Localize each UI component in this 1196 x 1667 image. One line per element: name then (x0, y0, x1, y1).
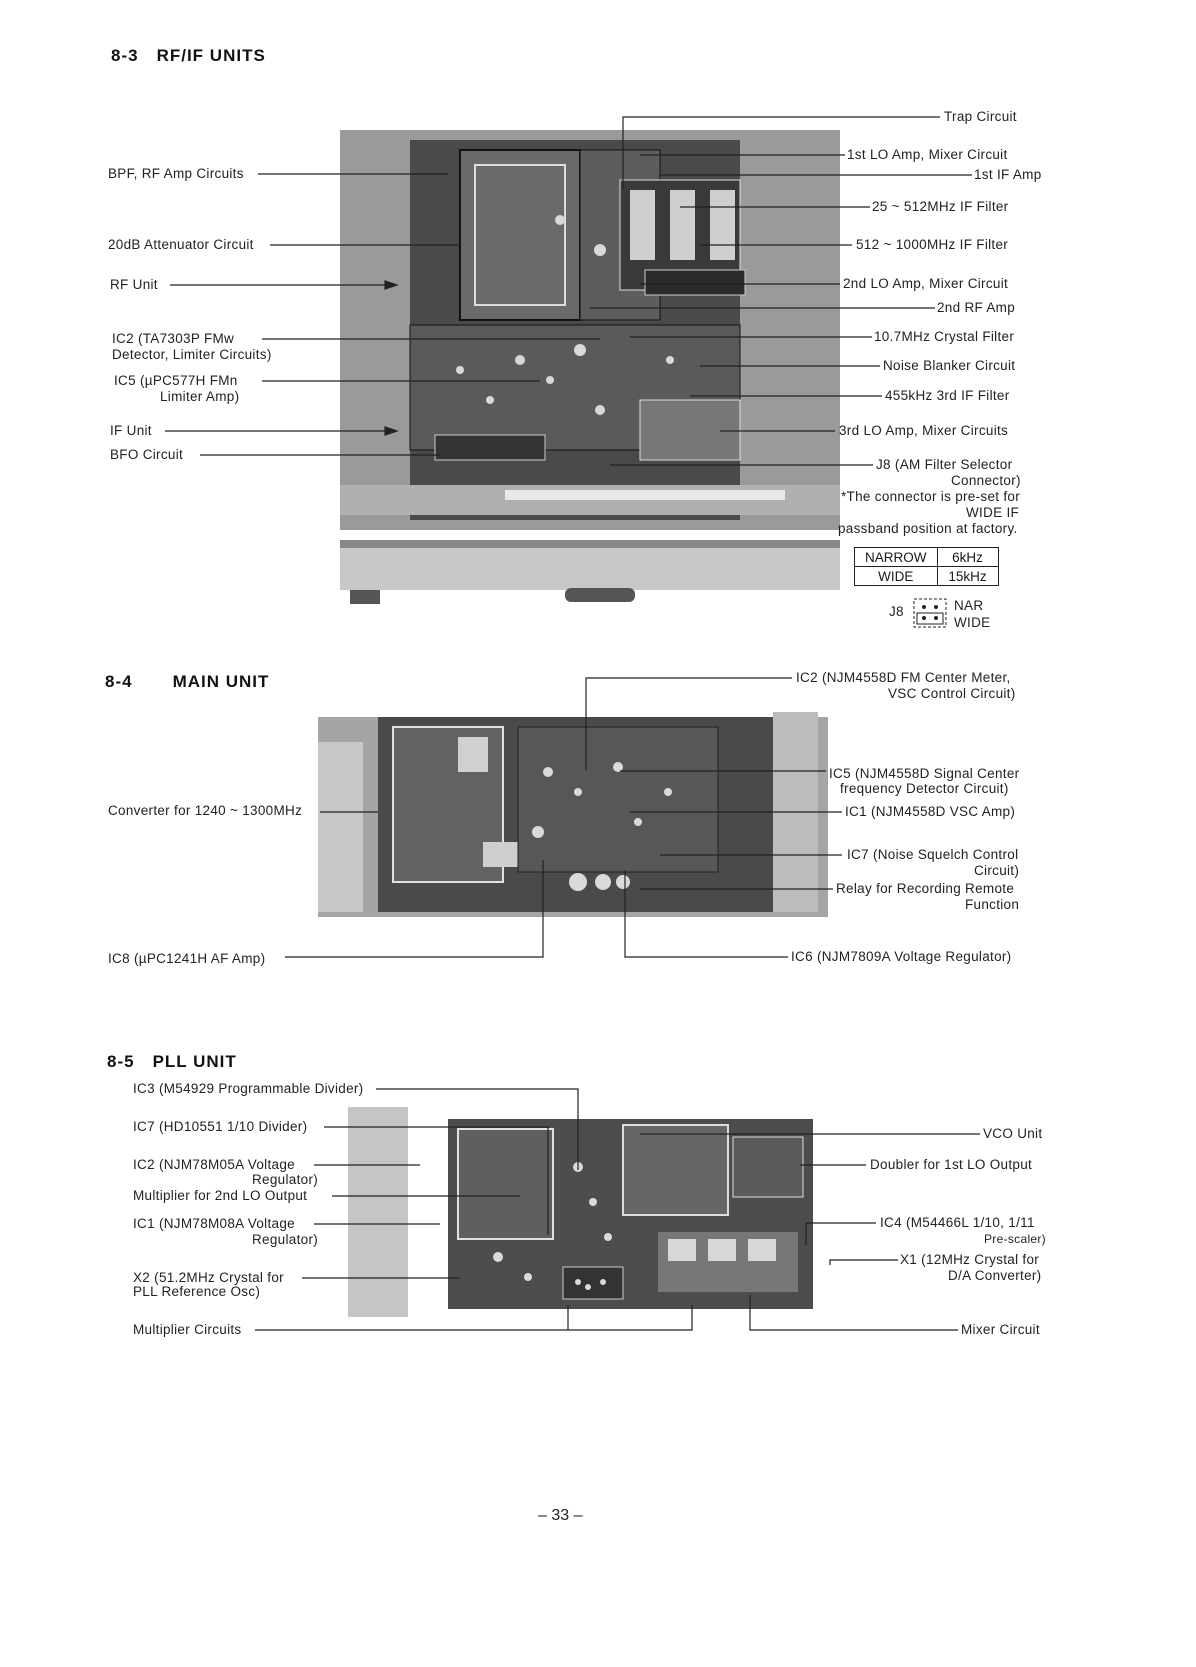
label-main-ic5-line2: frequency Detector Circuit) (840, 781, 1009, 796)
j8-nar-label: NAR (954, 598, 984, 613)
label-main-ic2: IC2 (NJM4558D FM Center Meter, (796, 670, 1011, 685)
label-pll-ic1-line2: Regulator) (252, 1232, 319, 1247)
section-heading-pll: 8-5 PLL UNIT (107, 1052, 237, 1072)
table-row: WIDE 15kHz (854, 566, 999, 586)
table-row: NARROW 6kHz (854, 547, 999, 567)
label-3rd-lo-amp: 3rd LO Amp, Mixer Circuits (839, 423, 1009, 438)
j8-label: J8 (889, 604, 904, 619)
section-heading-rf-if: 8-3 RF/IF UNITS (111, 46, 266, 66)
page-number: – 33 – (538, 1507, 583, 1524)
label-main-relay: Relay for Recording Remote (836, 881, 1015, 896)
label-pll-ic7: IC7 (HD10551 1/10 Divider) (133, 1119, 308, 1134)
label-main-ic7-line2: Circuit) (974, 863, 1020, 878)
j8-connector-icon (913, 598, 947, 628)
label-pll-ic2: IC2 (NJM78M05A Voltage (133, 1157, 295, 1172)
label-if-unit: IF Unit (110, 423, 152, 438)
label-main-ic2-line2: VSC Control Circuit) (888, 686, 1016, 701)
label-pll-x2-line2: PLL Reference Osc) (133, 1284, 261, 1299)
label-main-ic8: IC8 (µPC1241H AF Amp) (108, 951, 266, 966)
main-unit-photo (318, 712, 828, 917)
label-j8-connector: Connector) (951, 473, 1021, 488)
note-factory: passband position at factory. (838, 521, 1018, 536)
note-wide-if: WIDE IF (966, 505, 1020, 520)
j8-wide-label: WIDE (954, 615, 991, 630)
section-heading-main: 8-4 MAIN UNIT (105, 672, 269, 692)
table-cell-mode: WIDE (854, 566, 938, 586)
section-title: MAIN UNIT (172, 672, 270, 691)
label-2nd-rf-amp: 2nd RF Amp (937, 300, 1016, 315)
label-pll-vco: VCO Unit (983, 1126, 1043, 1141)
label-pll-x1: X1 (12MHz Crystal for (900, 1252, 1040, 1267)
label-pll-mult-2nd-lo: Multiplier for 2nd LO Output (133, 1188, 308, 1203)
rf-if-unit-photo (340, 130, 840, 604)
section-number: 8-3 (111, 46, 139, 65)
label-pll-mixer: Mixer Circuit (961, 1322, 1040, 1337)
label-2nd-lo-amp: 2nd LO Amp, Mixer Circuit (843, 276, 1009, 291)
label-main-ic7: IC7 (Noise Squelch Control (847, 847, 1019, 862)
section-title: PLL UNIT (152, 1052, 237, 1071)
section-number: 8-4 (105, 672, 133, 691)
label-bpf-rf-amp: BPF, RF Amp Circuits (108, 166, 244, 181)
label-j8-selector: J8 (AM Filter Selector (876, 457, 1013, 472)
label-pll-x1-line2: D/A Converter) (948, 1268, 1042, 1283)
label-main-relay-line2: Function (965, 897, 1020, 912)
label-pll-ic4: IC4 (M54466L 1/10, 1/11 (880, 1215, 1035, 1230)
filter-bandwidth-table: NARROW 6kHz WIDE 15kHz (854, 547, 999, 586)
pll-unit-photo (348, 1107, 813, 1317)
note-preset: *The connector is pre-set for (841, 489, 1021, 504)
label-pll-ic1: IC1 (NJM78M08A Voltage (133, 1216, 295, 1231)
label-pll-multiplier-circuits: Multiplier Circuits (133, 1322, 242, 1337)
label-pll-ic3: IC3 (M54929 Programmable Divider) (133, 1081, 364, 1096)
label-bfo: BFO Circuit (110, 447, 184, 462)
section-title: RF/IF UNITS (156, 46, 266, 65)
label-noise-blanker: Noise Blanker Circuit (883, 358, 1016, 373)
label-455khz-filter: 455kHz 3rd IF Filter (885, 388, 1010, 403)
label-ic2-ta7303p: IC2 (TA7303P FMw (112, 331, 235, 346)
label-rf-unit: RF Unit (110, 277, 158, 292)
label-pll-ic2-line2: Regulator) (252, 1172, 319, 1187)
label-main-ic1: IC1 (NJM4558D VSC Amp) (845, 804, 1016, 819)
label-main-converter: Converter for 1240 ~ 1300MHz (108, 803, 303, 818)
label-512-1000-filter: 512 ~ 1000MHz IF Filter (856, 237, 1009, 252)
label-attenuator: 20dB Attenuator Circuit (108, 237, 254, 252)
label-25-512-filter: 25 ~ 512MHz IF Filter (872, 199, 1009, 214)
label-pll-doubler: Doubler for 1st LO Output (870, 1157, 1033, 1172)
label-1st-if-amp: 1st IF Amp (974, 167, 1042, 182)
label-ic5-upc577h: IC5 (µPC577H FMn (114, 373, 238, 388)
label-ic2-line2: Detector, Limiter Circuits) (112, 347, 272, 362)
section-number: 8-5 (107, 1052, 135, 1071)
label-pll-ic4-line2: Pre-scaler) (984, 1232, 1046, 1246)
label-pll-x2: X2 (51.2MHz Crystal for (133, 1270, 284, 1285)
label-main-ic6: IC6 (NJM7809A Voltage Regulator) (791, 949, 1012, 964)
label-crystal-filter: 10.7MHz Crystal Filter (874, 329, 1015, 344)
label-1st-lo-amp: 1st LO Amp, Mixer Circuit (847, 147, 1008, 162)
table-cell-bandwidth: 15kHz (936, 566, 999, 586)
label-main-ic5: IC5 (NJM4558D Signal Center (829, 766, 1020, 781)
table-cell-mode: NARROW (854, 547, 938, 567)
table-cell-bandwidth: 6kHz (936, 547, 999, 567)
label-trap-circuit: Trap Circuit (944, 109, 1017, 124)
label-ic5-line2: Limiter Amp) (160, 389, 240, 404)
